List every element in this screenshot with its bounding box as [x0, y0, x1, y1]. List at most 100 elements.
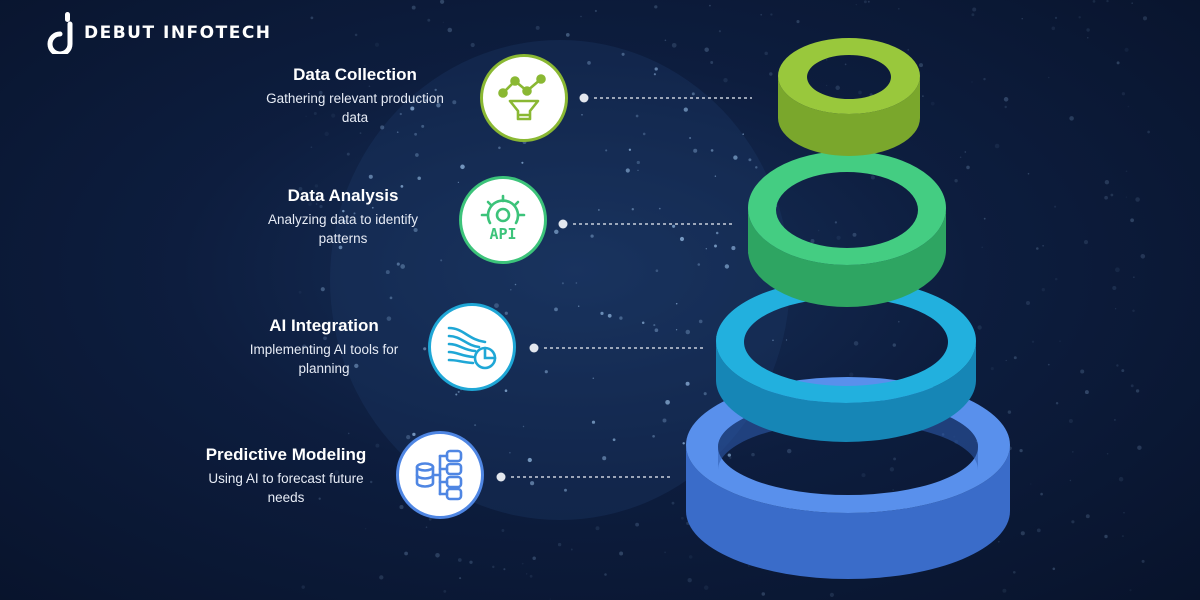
particle — [671, 42, 677, 48]
particle — [361, 459, 365, 464]
particle — [971, 81, 973, 83]
brand-logo[interactable]: DEBUT INFOTECH — [46, 12, 272, 54]
particle — [654, 5, 658, 9]
particle — [314, 184, 319, 188]
particle — [693, 148, 698, 153]
particle — [359, 132, 362, 134]
particle — [565, 33, 570, 37]
particle — [751, 452, 755, 457]
particle — [598, 209, 600, 211]
particle — [723, 77, 728, 83]
particle — [1114, 308, 1117, 310]
connector-4 — [496, 472, 672, 482]
particle — [320, 287, 325, 292]
particle — [1115, 267, 1120, 273]
particle — [1118, 476, 1124, 482]
particle — [1137, 445, 1142, 450]
particle — [554, 229, 559, 235]
ring-cyan — [716, 279, 976, 442]
particle — [1130, 218, 1134, 223]
particle — [930, 101, 935, 106]
particle — [1002, 588, 1007, 593]
particle — [664, 551, 666, 554]
particle — [1087, 37, 1089, 39]
particle — [1123, 512, 1125, 514]
particle — [604, 573, 607, 576]
particle — [1080, 369, 1085, 374]
particle — [1042, 244, 1044, 247]
particle — [681, 516, 684, 520]
particle — [1125, 170, 1128, 173]
particle — [1104, 180, 1110, 185]
particle — [844, 63, 847, 66]
particle — [323, 336, 327, 341]
particle — [315, 203, 318, 205]
particle — [369, 480, 373, 484]
particle — [1027, 172, 1030, 175]
particle — [457, 390, 460, 393]
particle — [855, 3, 857, 6]
particle — [396, 131, 399, 134]
brand-name: DEBUT INFOTECH — [84, 23, 272, 43]
step-description: Using AI to forecast future needs — [208, 471, 364, 505]
particle — [653, 73, 657, 76]
particle — [305, 115, 307, 117]
particle — [631, 208, 634, 211]
particle — [347, 119, 350, 122]
particle — [561, 282, 564, 285]
particle — [1116, 61, 1120, 65]
particle — [509, 451, 511, 454]
particle — [764, 51, 768, 56]
particle — [1085, 514, 1090, 519]
particle — [1113, 418, 1116, 421]
particle — [1104, 195, 1108, 200]
particle — [1071, 451, 1074, 453]
particle — [1069, 479, 1072, 482]
particle — [625, 168, 630, 173]
particle — [612, 438, 616, 442]
particle — [535, 25, 540, 30]
particle — [817, 229, 820, 232]
particle — [318, 497, 321, 500]
particle — [425, 99, 428, 102]
particle — [769, 72, 773, 76]
particle — [1052, 567, 1056, 571]
particle — [436, 103, 441, 108]
particle — [400, 264, 406, 269]
data-flow-chart-icon — [447, 326, 497, 370]
particle — [1125, 196, 1128, 198]
particle — [714, 175, 717, 177]
particle — [396, 262, 400, 266]
particle — [727, 453, 731, 457]
particle — [675, 329, 678, 331]
connector-3 — [529, 343, 706, 353]
particle — [399, 112, 402, 116]
particle — [457, 181, 460, 184]
particle — [298, 290, 302, 294]
step-predictive-modeling: Predictive Modeling Using AI to forecast… — [156, 444, 416, 507]
particle — [310, 146, 313, 149]
particle — [653, 324, 656, 327]
particle — [364, 527, 367, 530]
particle — [434, 88, 437, 92]
particle — [1127, 105, 1130, 108]
particle — [498, 146, 501, 150]
particle — [1140, 253, 1146, 259]
particle — [704, 47, 709, 52]
particle — [354, 363, 359, 369]
particle — [575, 282, 578, 284]
particle — [1147, 130, 1150, 134]
particle — [1106, 452, 1109, 455]
particle — [665, 399, 670, 405]
particle — [655, 269, 659, 273]
particle — [353, 212, 356, 215]
particle — [829, 592, 834, 597]
step-description: Analyzing data to identify patterns — [267, 212, 419, 246]
data-collection-icon-circle — [480, 54, 568, 142]
particle — [972, 7, 977, 12]
particle — [386, 316, 392, 321]
particle — [825, 58, 828, 61]
particle — [635, 522, 640, 527]
particle — [592, 377, 595, 380]
